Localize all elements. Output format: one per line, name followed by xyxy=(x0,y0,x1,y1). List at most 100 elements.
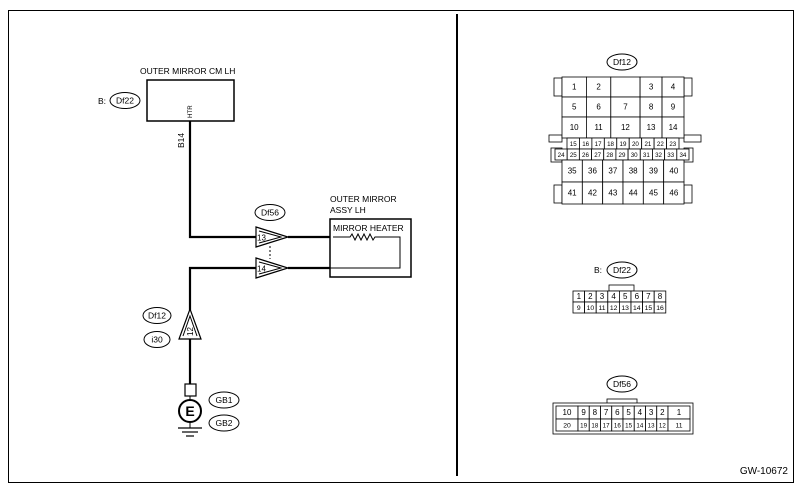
df12-pin: 33 xyxy=(667,152,674,159)
ground-connector-badge xyxy=(142,307,172,324)
ground-pin-label: 12 xyxy=(186,327,195,336)
df22-pin: 8 xyxy=(658,292,663,301)
df56-cell xyxy=(667,418,691,432)
df12-pin: 41 xyxy=(568,189,577,198)
df12-pin: 9 xyxy=(671,103,676,112)
df12-pin: 25 xyxy=(570,152,577,159)
df22-prefix: B: xyxy=(594,265,602,275)
df12-pin: 27 xyxy=(594,152,601,159)
wire-df56-14-to-ground xyxy=(188,266,256,310)
df56-pin: 17 xyxy=(603,423,610,430)
df12-pin: 44 xyxy=(629,189,638,198)
ground-terminal xyxy=(184,383,197,397)
df12-pin: 24 xyxy=(558,152,565,159)
outer-mirror-cm-box xyxy=(146,79,235,122)
df56-pin: 6 xyxy=(615,408,620,417)
ground-harness-badge xyxy=(143,331,171,348)
df22-cell xyxy=(653,301,667,314)
df12-pin: 30 xyxy=(631,152,638,159)
joint-pin-14-label: 14 xyxy=(257,265,266,274)
df12-pin: 39 xyxy=(649,167,658,176)
df56-pin: 19 xyxy=(580,423,587,430)
df12-pin: 5 xyxy=(572,103,577,112)
module-terminal-label: HTR xyxy=(187,105,194,118)
df12-pin: 14 xyxy=(669,123,678,132)
module-connector-prefix: B: xyxy=(98,96,106,106)
wire-htr-to-df56-13 xyxy=(188,121,256,239)
df12-pin: 45 xyxy=(649,189,658,198)
df12-pin: 38 xyxy=(629,167,638,176)
df12-pin: 43 xyxy=(608,189,617,198)
df12-pin: 46 xyxy=(669,189,678,198)
df12-pin: 23 xyxy=(669,141,676,148)
df12-pin: 3 xyxy=(649,83,654,92)
df12-pin: 22 xyxy=(657,141,664,148)
module-wire-code: B14 xyxy=(176,133,186,148)
ground-point-2-badge xyxy=(208,414,240,432)
df22-pin: 7 xyxy=(646,292,651,301)
df22-pin: 2 xyxy=(588,292,593,301)
df22-pin: 10 xyxy=(587,305,595,312)
df12-pin: 32 xyxy=(655,152,662,159)
df12-pin: 8 xyxy=(649,103,654,112)
module-title: OUTER MIRROR CM LH xyxy=(140,66,235,76)
df22-badge xyxy=(606,261,638,279)
df56-pin: 5 xyxy=(626,408,631,417)
df56-pin: 18 xyxy=(591,423,598,430)
df12-pin: 29 xyxy=(619,152,626,159)
df56-pin: 9 xyxy=(581,408,586,417)
df12-pin: 34 xyxy=(679,152,686,159)
df56-pin: 4 xyxy=(638,408,643,417)
df12-pin: 17 xyxy=(595,141,602,148)
df12-pin: 12 xyxy=(621,123,630,132)
df12-pin: 42 xyxy=(588,189,597,198)
df12-pin: 28 xyxy=(606,152,613,159)
df12-pin: 11 xyxy=(594,123,603,132)
df12-pin: 13 xyxy=(647,123,656,132)
df56-pin: 2 xyxy=(660,408,665,417)
heater-label: MIRROR HEATER xyxy=(333,223,404,233)
df12-pin: 36 xyxy=(588,167,597,176)
joint-pin-13-label: 13 xyxy=(257,234,266,243)
ground-point-2-label: GB2 xyxy=(215,418,232,428)
df12-cell xyxy=(663,181,685,205)
df12-pin: 6 xyxy=(596,103,601,112)
df56-pin: 7 xyxy=(604,408,609,417)
df12-pin: 2 xyxy=(596,83,601,92)
assy-title-line2: ASSY LH xyxy=(330,205,366,215)
df12-pin: 40 xyxy=(669,167,678,176)
df12-title: Df12 xyxy=(613,57,631,67)
ground-point-1-badge xyxy=(208,391,240,409)
ground-point-1-label: GB1 xyxy=(215,395,232,405)
df12-pin: 7 xyxy=(623,103,628,112)
df56-pin: 15 xyxy=(625,423,632,430)
df56-badge xyxy=(606,375,638,393)
df22-pin: 15 xyxy=(645,305,653,312)
heater-resistor xyxy=(330,232,401,269)
outer-mirror-assy-box xyxy=(329,218,412,278)
diagram-frame xyxy=(8,10,794,483)
df12-pin: 18 xyxy=(607,141,614,148)
ground-e-symbol: E xyxy=(185,403,194,419)
df22-pin: 16 xyxy=(656,305,664,312)
ground-harness-label: i30 xyxy=(151,335,163,345)
df22-pin: 12 xyxy=(610,305,618,312)
df22-pin: 5 xyxy=(623,292,628,301)
df12-pin: 10 xyxy=(570,123,579,132)
df12-pin: 21 xyxy=(644,141,651,148)
df56-pin: 10 xyxy=(563,408,572,417)
df56-pin: 13 xyxy=(648,423,655,430)
assy-title-line1: OUTER MIRROR xyxy=(330,194,397,204)
df12-pin: 16 xyxy=(582,141,589,148)
df12-pin: 4 xyxy=(671,83,676,92)
df12-pin: 37 xyxy=(608,167,617,176)
figure-id: GW-10672 xyxy=(740,466,789,477)
df22-title: Df22 xyxy=(613,265,631,275)
df56-pin: 16 xyxy=(614,423,621,430)
df12-pin: 15 xyxy=(570,141,577,148)
ground-connector-label: Df12 xyxy=(148,311,166,321)
